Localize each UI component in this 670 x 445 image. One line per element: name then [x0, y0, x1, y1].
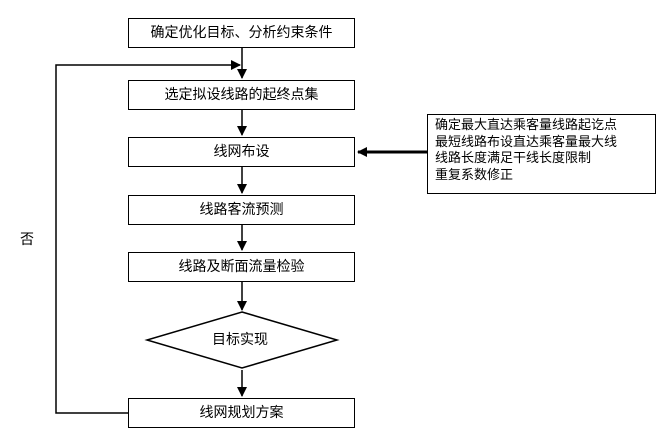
side-note-line: 重复系数修正 — [435, 167, 514, 183]
step-flow-check: 线路及断面流量检验 — [128, 252, 355, 282]
feedback-loop-line — [55, 60, 241, 414]
side-notes-box: 确定最大直达乘客量线路起讫点 最短线路布设直达乘客量最大线 线路长度满足干线长度… — [427, 114, 656, 194]
decision-diamond — [144, 311, 340, 369]
step-network-plan: 线网规划方案 — [128, 398, 355, 428]
side-note-line: 最短线路布设直达乘客量最大线 — [435, 134, 618, 150]
step-passenger-forecast-label: 线路客流预测 — [199, 202, 284, 218]
side-note-line: 线路长度满足干线长度限制 — [435, 151, 592, 166]
feedback-no-label: 否 — [20, 232, 34, 248]
step-network-plan-label: 线网规划方案 — [199, 405, 284, 421]
step-route-layout: 线网布设 — [128, 137, 355, 167]
step-define-objectives: 确定优化目标、分析约束条件 — [128, 18, 355, 48]
step-select-endpoints: 选定拟设线路的起终点集 — [128, 80, 355, 110]
step-define-objectives-label: 确定优化目标、分析约束条件 — [150, 25, 333, 41]
step-select-endpoints-label: 选定拟设线路的起终点集 — [164, 87, 319, 103]
decision-label: 目标实现 — [212, 332, 268, 348]
step-passenger-forecast: 线路客流预测 — [128, 195, 355, 225]
step-route-layout-label: 线网布设 — [213, 144, 270, 160]
step-flow-check-label: 线路及断面流量检验 — [178, 259, 305, 275]
side-note-line: 确定最大直达乘客量线路起讫点 — [435, 118, 618, 133]
